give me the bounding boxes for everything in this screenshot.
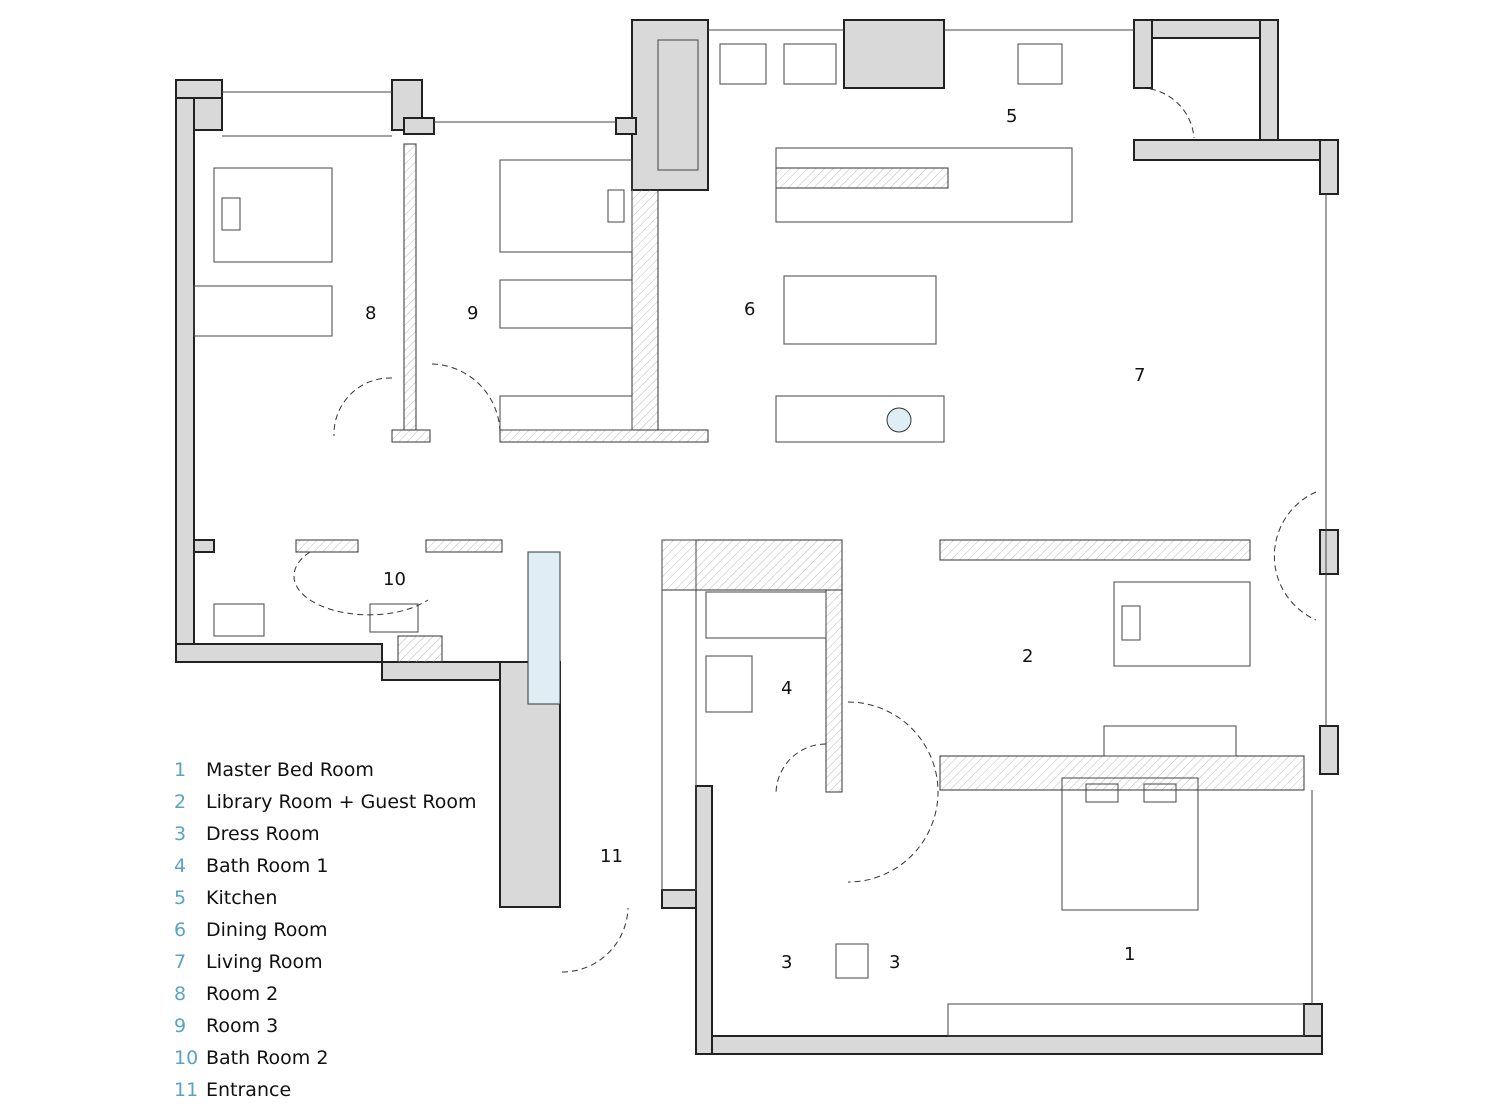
room-label-11: 11 [600,846,623,867]
room-label-7: 7 [1134,365,1145,386]
legend-label: Room 2 [206,983,279,1005]
room-label-1: 1 [1124,944,1135,965]
legend-label: Entrance [206,1079,292,1101]
legend-label: Library Room + Guest Room [206,791,477,813]
room-label-3b: 3 [889,952,900,973]
legend-item: 11 Entrance [174,1074,477,1106]
legend-label: Bath Room 1 [206,855,329,877]
legend-item: 3 Dress Room [174,818,477,850]
legend-item: 6 Dining Room [174,914,477,946]
legend-label: Kitchen [206,887,278,909]
room-label-9: 9 [467,303,478,324]
room-labels: 1 2 3 3 4 5 6 7 8 9 10 11 [365,106,1145,973]
room-label-5: 5 [1006,106,1017,127]
door-swings [293,87,1317,973]
legend-label: Living Room [206,951,323,973]
legend-item: 4 Bath Room 1 [174,850,477,882]
legend-number: 8 [174,983,187,1005]
walls [175,19,1339,1055]
legend-item: 2 Library Room + Guest Room [174,786,477,818]
legend-item: 1 Master Bed Room [174,754,477,786]
legend-label: Room 3 [206,1015,279,1037]
furniture [193,29,1327,1037]
legend-number: 10 [174,1047,199,1069]
legend-number: 3 [174,823,187,845]
legend-item: 10 Bath Room 2 [174,1042,477,1074]
legend-item: 8 Room 2 [174,978,477,1010]
legend-item: 7 Living Room [174,946,477,978]
legend-label: Dining Room [206,919,328,941]
legend-number: 5 [174,887,187,909]
room-label-3a: 3 [781,952,792,973]
legend-number: 6 [174,919,187,941]
legend-number: 9 [174,1015,187,1037]
hatched-partitions [295,143,1305,793]
room-label-8: 8 [365,303,376,324]
legend-label: Dress Room [206,823,320,845]
legend-item: 5 Kitchen [174,882,477,914]
legend: 1 Master Bed Room 2 Library Room + Guest R… [174,754,477,1106]
room-label-4: 4 [781,678,792,699]
legend-item: 9 Room 3 [174,1010,477,1042]
legend-number: 4 [174,855,187,877]
legend-number: 7 [174,951,187,973]
legend-number: 11 [174,1079,199,1101]
legend-label: Master Bed Room [206,759,374,781]
legend-number: 1 [174,759,187,781]
room-label-10: 10 [383,569,406,590]
room-label-6: 6 [744,299,755,320]
legend-label: Bath Room 2 [206,1047,329,1069]
room-label-2: 2 [1022,646,1033,667]
legend-number: 2 [174,791,187,813]
